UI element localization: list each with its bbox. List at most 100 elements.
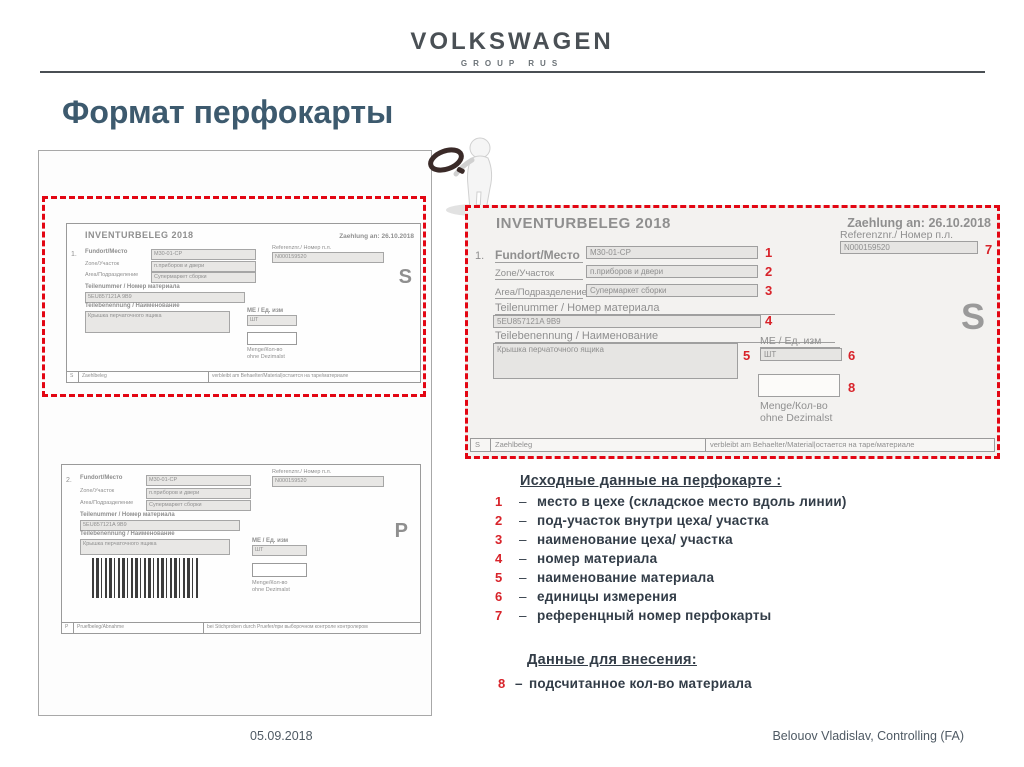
punchcard-small-p: 2. Fundort/Место M30-01-CP Zone/Участок …: [61, 464, 421, 634]
card-footer-row: P Pruefbeleg/Abnahme bei Stichproben dur…: [62, 622, 420, 633]
fundort-value: M30-01-CP: [151, 249, 256, 260]
punchcard-enlarged: INVENTURBELEG 2018 Zaehlung an: 26.10.20…: [465, 205, 1000, 459]
referenznr-label: Referenznr./ Номер п.л.: [272, 245, 332, 251]
referenznr-label: Referenznr./ Номер п.л.: [840, 229, 953, 241]
area-label: Area/Подразделение: [495, 287, 587, 299]
teilebenennung-label: Teilebenennung / Наименование: [495, 330, 835, 343]
brand-subtitle: GROUP RUS: [460, 59, 564, 68]
footer-code: S: [471, 439, 491, 451]
fundort-label: Fundort/Место: [495, 248, 583, 263]
footer-note: bei Stichproben durch Pruefer/при выборо…: [207, 624, 368, 630]
legend-text: наименование цеха/ участка: [537, 532, 733, 547]
zone-value: п.приборов и двери: [146, 488, 251, 499]
teilebenennung-label: Teilebenennung / Наименование: [85, 303, 180, 309]
card-type-letter-p: P: [394, 520, 408, 542]
card-index: 2.: [66, 477, 72, 484]
referenznr-value: N000159520: [272, 476, 384, 487]
menge-label2: ohne Dezimalst: [247, 354, 285, 360]
menge-label: Menge/Кол-во: [247, 347, 283, 353]
legend-text: подсчитанное кол-во материала: [529, 676, 752, 691]
callout-6: 6: [848, 348, 856, 363]
legend-heading-entry: Данные для внесения:: [527, 652, 697, 668]
teilenummer-value: 5EU857121A 9B9: [85, 292, 245, 303]
zaehlung-date: Zaehlung an: 26.10.2018: [847, 216, 991, 230]
legend-item-5: 5 – наименование материала: [495, 570, 714, 585]
punchcard-small-s: INVENTURBELEG 2018 Zaehlung an: 26.10.20…: [66, 223, 421, 383]
legend-text: под-участок внутри цеха/ участка: [537, 513, 769, 528]
menge-label: Menge/Кол-во: [252, 580, 288, 586]
footer-note: verbleibt am Behaelter/Material|остается…: [212, 373, 349, 379]
callout-5: 5: [743, 348, 751, 363]
fundort-value: M30-01-CP: [586, 246, 758, 259]
legend-num: 3: [495, 532, 503, 547]
menge-label2: ohne Dezimalst: [760, 412, 833, 424]
callout-3: 3: [765, 283, 773, 298]
legend-dash: –: [519, 513, 527, 528]
legend-dash: –: [519, 608, 527, 623]
footer-note: verbleibt am Behaelter/Material|остается…: [710, 440, 915, 449]
legend-item-4: 4 – номер материала: [495, 551, 657, 566]
legend-item-6: 6 – единицы измерения: [495, 589, 677, 604]
referenznr-label: Referenznr./ Номер п.л.: [272, 469, 332, 475]
card-index: 1.: [475, 250, 485, 262]
legend-dash: –: [519, 551, 527, 566]
teilenummer-label: Teilenummer / Номер материала: [85, 284, 180, 290]
card-index: 1.: [71, 251, 77, 258]
teilenummer-label: Teilenummer / Номер материала: [80, 512, 175, 518]
card-type-letter-s: S: [398, 266, 412, 288]
card-footer-row: S Zaehlbeleg verbleibt am Behaelter/Mate…: [67, 371, 420, 382]
teilenummer-value: 5EU857121A 9B9: [80, 520, 240, 531]
zone-label: Zone/Участок: [85, 261, 120, 267]
fundort-label: Fundort/Место: [80, 475, 123, 481]
legend-num: 5: [495, 570, 503, 585]
callout-7: 7: [985, 242, 993, 257]
legend-text: место в цехе (складское место вдоль лини…: [537, 494, 847, 509]
zone-label: Zone/Участок: [80, 488, 115, 494]
footer-name: Zaehlbeleg: [79, 372, 209, 382]
legend-item-7: 7 – референцный номер перфокарты: [495, 608, 771, 623]
area-value: Супермаркет сборки: [146, 500, 251, 511]
legend-item-2: 2 – под-участок внутри цеха/ участка: [495, 513, 769, 528]
teilenummer-label: Teilenummer / Номер материала: [495, 302, 835, 315]
zone-label: Zone/Участок: [495, 268, 583, 280]
page-title: Формат перфокарты: [62, 94, 394, 130]
legend-text: наименование материала: [537, 570, 715, 585]
callout-1: 1: [765, 245, 773, 260]
teilenummer-value: 5EU857121A 9B9: [493, 315, 761, 328]
area-label: Area/Подразделение: [85, 272, 139, 278]
area-label: Area/Подразделение: [80, 500, 134, 506]
area-value: Супермаркет сборки: [151, 272, 256, 283]
legend-item-3: 3 – наименование цеха/ участка: [495, 532, 733, 547]
me-label: ME / Ед. изм: [252, 538, 289, 544]
legend-heading-source: Исходные данные на перфокарте :: [520, 473, 782, 489]
menge-empty-box: [758, 374, 840, 397]
me-value: ШТ: [247, 315, 297, 326]
footer-code: P: [62, 623, 74, 633]
me-value: ШТ: [760, 348, 842, 361]
zone-value: п.приборов и двери: [151, 261, 256, 272]
teilebenennung-value: Крышка перчаточного ящика: [493, 343, 738, 379]
card-type-letter-s: S: [960, 296, 985, 337]
legend-text: номер материала: [537, 551, 658, 566]
legend-num: 1: [495, 494, 503, 509]
callout-2: 2: [765, 264, 773, 279]
card-header: INVENTURBELEG 2018: [85, 230, 194, 240]
footer-code: S: [67, 372, 79, 382]
callout-4: 4: [765, 313, 773, 328]
legend-num: 2: [495, 513, 503, 528]
footer-author: Belouov Vladislav, Controlling (FA): [772, 729, 964, 743]
legend-dash: –: [519, 589, 527, 604]
card-header: INVENTURBELEG 2018: [496, 215, 671, 232]
highlight-dashed-box-left: [42, 196, 426, 397]
area-value: Супермаркет сборки: [586, 284, 758, 297]
me-label: ME / Ед. изм: [760, 335, 840, 348]
barcode: [92, 558, 200, 598]
legend-num: 4: [495, 551, 503, 566]
header-divider: [40, 71, 985, 73]
legend-item-1: 1 – место в цехе (складское место вдоль …: [495, 494, 847, 509]
menge-empty-box: [252, 563, 307, 577]
legend-num: 7: [495, 608, 503, 623]
menge-label: Menge/Кол-во: [760, 400, 828, 412]
legend-dash: –: [519, 570, 527, 585]
